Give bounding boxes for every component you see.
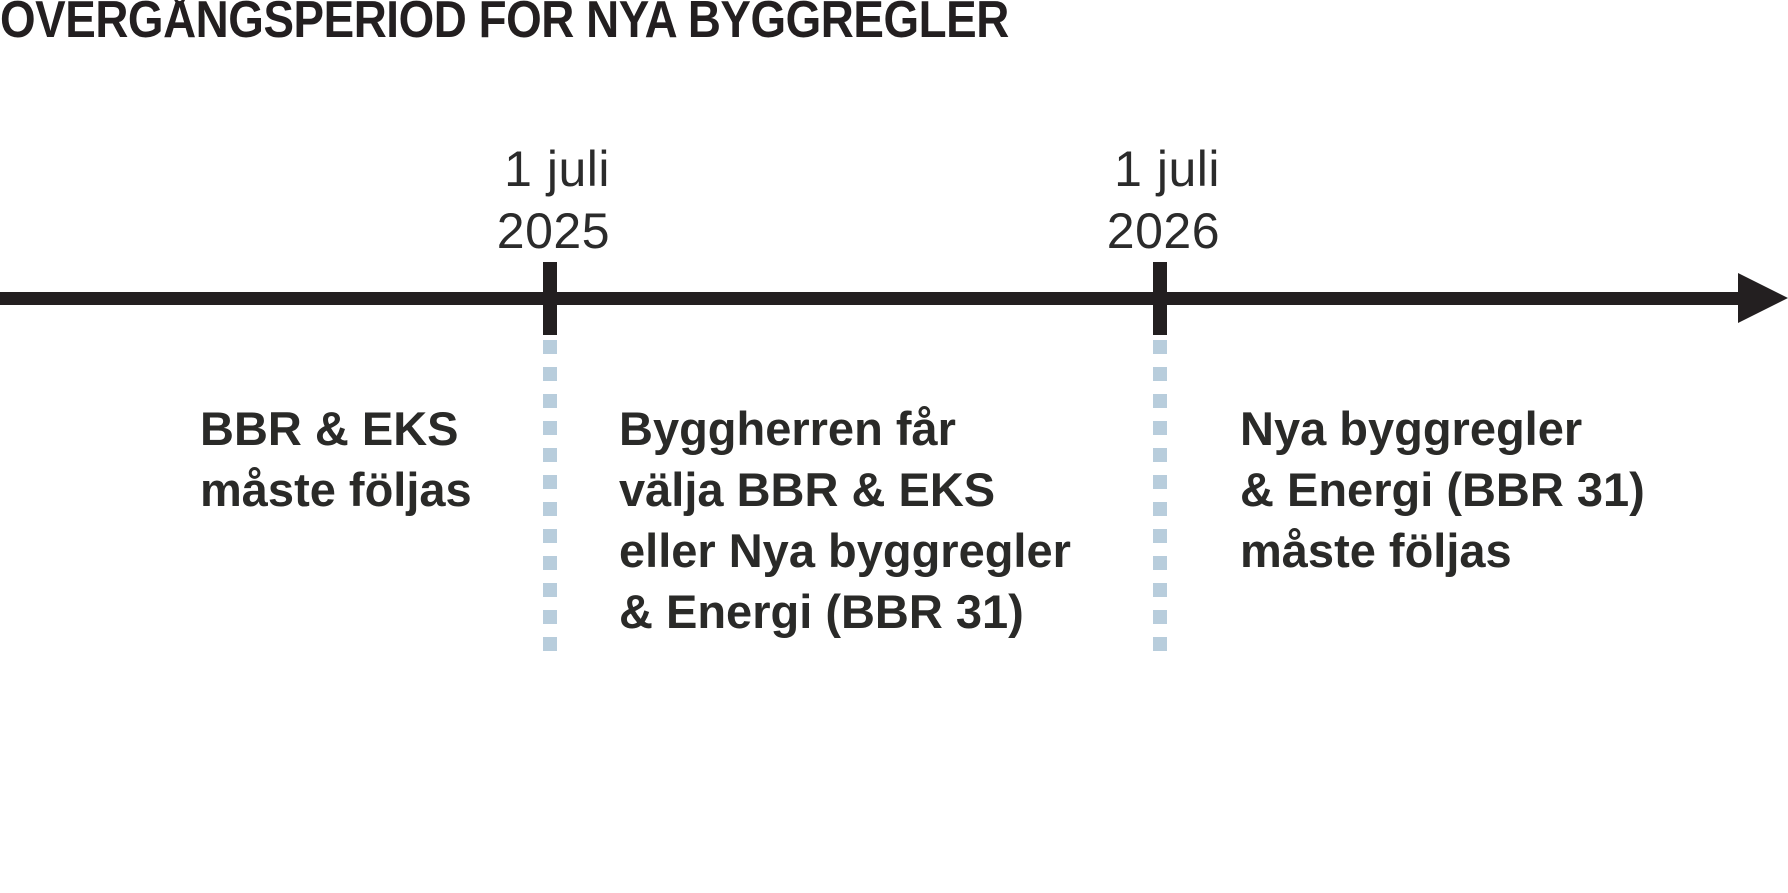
timeline-tick-2025 — [543, 262, 557, 335]
period-line: måste följas — [200, 463, 472, 516]
period-line: BBR & EKS — [200, 402, 459, 455]
milestone-label-2025: 1 juli 2025 — [200, 138, 610, 262]
period-line: Nya byggregler — [1240, 402, 1583, 455]
period-line: & Energi (BBR 31) — [619, 585, 1024, 638]
period-text-after: Nya byggregler & Energi (BBR 31) måste f… — [1240, 398, 1645, 581]
dotted-divider-2025 — [543, 340, 557, 660]
period-text-transition: Byggherren får välja BBR & EKS eller Nya… — [619, 398, 1071, 642]
dotted-divider-2026 — [1153, 340, 1167, 660]
period-line: & Energi (BBR 31) — [1240, 463, 1645, 516]
milestone-day-2025: 1 juli — [504, 141, 610, 197]
timeline-arrow-icon — [1738, 273, 1788, 323]
period-line: välja BBR & EKS — [619, 463, 996, 516]
milestone-year-2026: 2026 — [1106, 203, 1220, 259]
milestone-year-2025: 2025 — [496, 203, 610, 259]
period-line: eller Nya byggregler — [619, 524, 1071, 577]
timeline-tick-2026 — [1153, 262, 1167, 335]
timeline-axis-line — [0, 292, 1752, 305]
milestone-label-2026: 1 juli 2026 — [790, 138, 1220, 262]
period-line: Byggherren får — [619, 402, 956, 455]
period-line: måste följas — [1240, 524, 1512, 577]
page-title: ÖVERGÅNGSPERIOD FÖR NYA BYGGREGLER — [0, 0, 1009, 49]
period-text-before: BBR & EKS måste följas — [200, 398, 472, 520]
milestone-day-2026: 1 juli — [1114, 141, 1220, 197]
